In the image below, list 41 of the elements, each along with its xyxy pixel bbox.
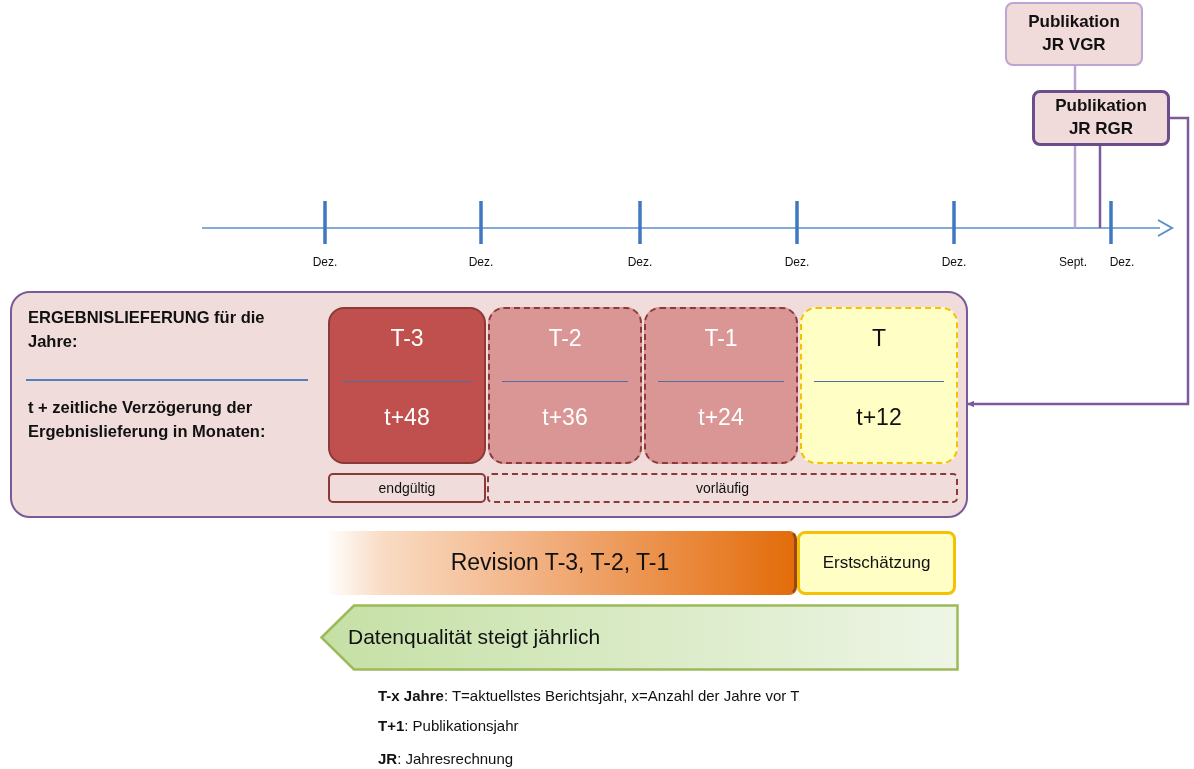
publication-label: Publikation JR RGR bbox=[1054, 95, 1148, 140]
year-label: T-2 bbox=[547, 325, 583, 352]
tick-label: Dez. bbox=[468, 255, 494, 269]
delay-label: t+36 bbox=[541, 404, 589, 431]
footnote: T+1: Publikationsjahr bbox=[378, 717, 519, 734]
estimate-box bbox=[797, 531, 956, 595]
status-label: vorläufig bbox=[696, 478, 749, 498]
panel-text: t + zeitliche Verzögerung der Ergebnislieferung in Monaten: bbox=[28, 397, 267, 442]
arrow bbox=[967, 116, 1190, 408]
band-label: Datenqualität steigt jährlich bbox=[348, 624, 601, 651]
year-label: T-3 bbox=[389, 325, 425, 352]
bar-label: Erstschätzung bbox=[822, 551, 931, 574]
year-box bbox=[644, 307, 798, 464]
delay-label: t+24 bbox=[697, 404, 745, 431]
delivery-panel bbox=[10, 291, 968, 518]
status-box bbox=[328, 473, 486, 503]
publication-label: Publikation JR VGR bbox=[1027, 11, 1121, 56]
publication-box bbox=[1005, 2, 1143, 66]
quality-arrow-band bbox=[320, 604, 959, 671]
revision-bar bbox=[326, 531, 797, 595]
connector-line bbox=[1098, 146, 1102, 228]
delay-label: t+12 bbox=[855, 404, 903, 431]
status-box bbox=[487, 473, 958, 503]
year-box bbox=[328, 307, 486, 464]
year-box bbox=[488, 307, 642, 464]
bar-label: Revision T-3, T-2, T-1 bbox=[450, 548, 670, 578]
footnote: T-x Jahre: T=aktuellstes Berichtsjahr, x=Anzahl der Jahre vor T bbox=[378, 687, 800, 704]
year-label: T bbox=[870, 325, 888, 352]
tick-label: Dez. bbox=[1109, 255, 1135, 269]
status-label: endgültig bbox=[378, 478, 436, 498]
tick-label: Dez. bbox=[784, 255, 810, 269]
panel-heading: ERGEBNISLIEFERUNG für die Jahre: bbox=[28, 307, 266, 352]
tick-label: Dez. bbox=[627, 255, 653, 269]
year-box bbox=[800, 307, 958, 464]
tick-label: Sept. bbox=[1059, 255, 1087, 269]
tick-label: Dez. bbox=[941, 255, 967, 269]
publication-box bbox=[1032, 90, 1170, 146]
delay-label: t+48 bbox=[383, 404, 431, 431]
tick-label: Dez. bbox=[312, 255, 338, 269]
year-label: T-1 bbox=[703, 325, 739, 352]
footnote: JR: Jahresrechnung bbox=[378, 750, 514, 767]
